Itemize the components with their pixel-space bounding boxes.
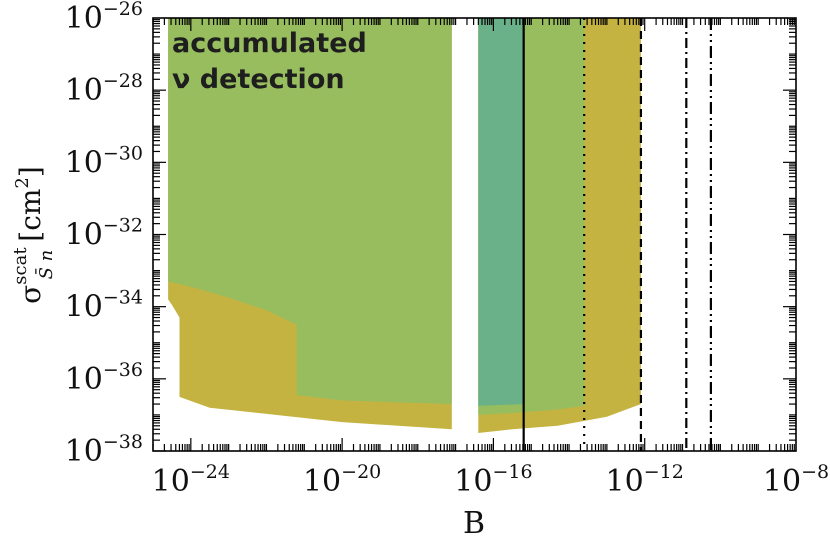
annotation-line-2: ν detection — [172, 64, 345, 95]
y-tick-label: 10−36 — [65, 359, 143, 397]
y-label-unit: [cm — [14, 189, 47, 242]
tick-marks — [152, 18, 796, 452]
y-tick-label: 10−32 — [65, 215, 143, 253]
x-axis-label: B — [463, 506, 485, 541]
y-tick-label: 10−38 — [65, 431, 143, 469]
x-tick-label: 10−20 — [303, 461, 381, 499]
regions-layer — [168, 18, 641, 433]
excluded-region-teal-4 — [478, 18, 524, 406]
y-tick-label: 10−26 — [65, 0, 143, 36]
y-label-unit-sup: 2 — [12, 177, 33, 188]
y-label-symbol: σ — [14, 285, 47, 304]
x-tick-label: 10−16 — [454, 461, 532, 499]
y-tick-label: 10−34 — [65, 287, 143, 325]
vertical-lines-layer — [522, 18, 712, 451]
y-tick-label: 10−28 — [65, 70, 143, 108]
y-label-unit-close: ] — [14, 166, 47, 177]
y-label-sup: scat — [10, 247, 31, 285]
x-tick-label: 10−8 — [763, 461, 829, 499]
y-label-sub: S̄ n — [34, 250, 57, 280]
x-tick-label: 10−24 — [152, 461, 230, 499]
tick-labels: 10−24 10−20 10−16 10−12 10−8 10−26 10−28 10−30 1… — [65, 0, 829, 499]
annotation-line-1: accumulated — [172, 28, 367, 59]
x-tick-label: 10−12 — [606, 461, 684, 499]
excluded-region-green-1 — [168, 18, 452, 405]
y-tick-label: 10−30 — [65, 142, 143, 180]
